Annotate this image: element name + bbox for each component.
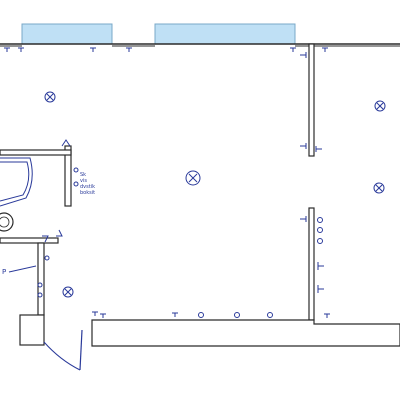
socket-icon [317,262,324,270]
ceiling-light-icon [374,100,386,112]
socket-icon [73,167,79,173]
socket-icon [267,312,273,318]
socket-icon [100,313,106,318]
corner-letter: P [2,268,6,276]
shower-tray-inner [0,161,30,202]
side-note-line: vis [80,178,87,184]
ceiling-light-icon [373,182,385,194]
entry-wall-base [19,314,45,346]
partition-wall-upper [308,43,315,157]
socket-icon [317,238,323,244]
socket-icon [61,139,71,147]
socket-icon [44,255,50,261]
socket-icon [290,47,296,52]
socket-icon [92,311,98,316]
bathroom-bottom-wall [0,237,59,244]
socket-icon [18,47,24,52]
socket-icon [73,181,79,187]
leader-line [8,265,37,273]
top-wall [0,43,400,47]
socket-icon [317,217,323,223]
window-right [154,23,296,45]
bottom-wall [91,319,400,347]
shower-tray [0,157,33,207]
side-note-line: Sk [80,172,86,178]
door-leaf [79,329,83,371]
ceiling-light-icon [44,91,56,103]
socket-icon [317,285,324,293]
bathroom-wall [64,145,72,207]
socket-icon [234,312,240,318]
door-swing [43,341,81,371]
socket-icon [126,47,132,52]
socket-icon [315,146,322,152]
socket-icon [90,47,96,52]
socket-icon [198,312,204,318]
ceiling-light-icon [62,286,74,298]
side-note-line: dvstik [80,184,95,190]
toilet [0,212,14,232]
socket-icon [317,227,323,233]
socket-icon [4,47,10,52]
bathroom-top-wall [0,149,72,156]
socket-icon [300,52,307,58]
socket-icon [37,282,43,288]
entry-wall [37,242,45,316]
ceiling-light-icon [185,170,201,186]
socket-icon [42,235,49,243]
socket-icon [324,313,330,318]
socket-icon [37,292,43,298]
socket-icon [300,216,307,222]
side-note-line: boksit [80,190,95,196]
socket-icon [322,47,328,52]
socket-icon [56,229,63,237]
partition-wall-lower [308,207,315,321]
socket-icon [300,143,307,149]
window-left [21,23,113,45]
socket-icon [172,312,178,317]
